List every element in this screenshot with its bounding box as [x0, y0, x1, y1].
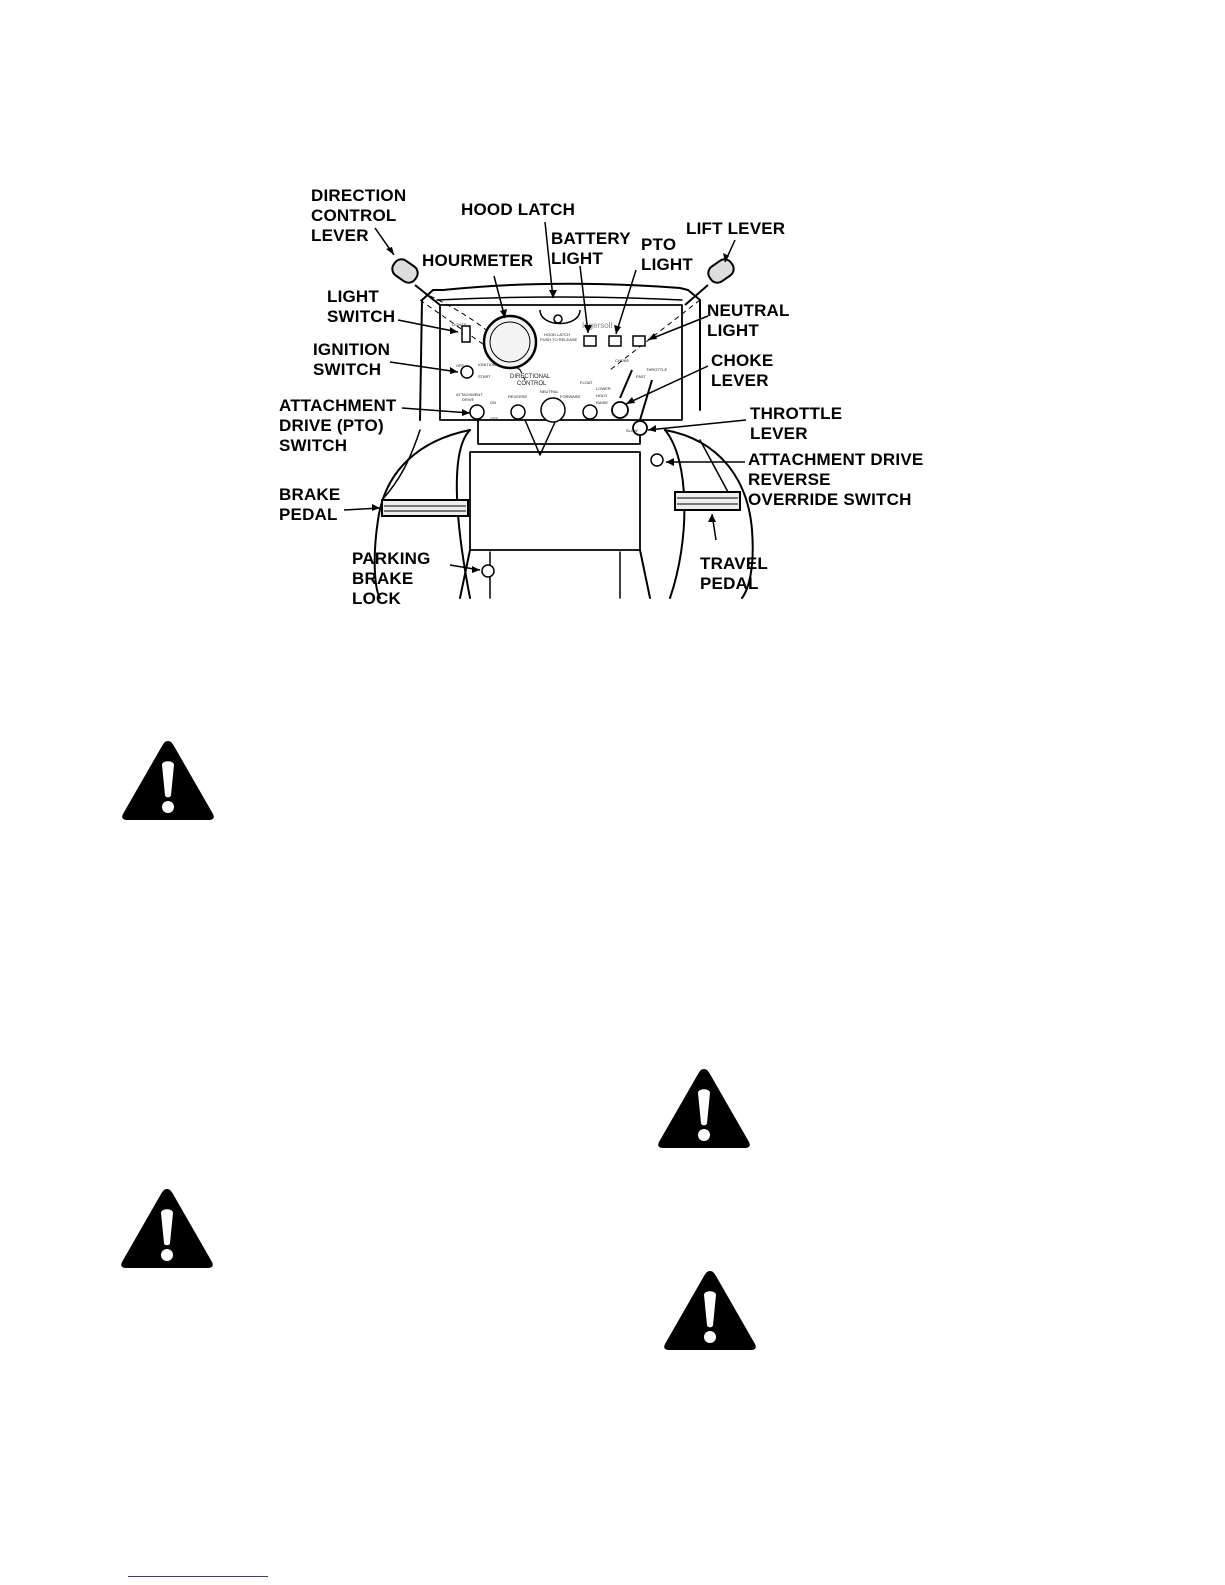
svg-text:CONTROL: CONTROL [517, 381, 547, 387]
controls-diagram: LIGHTS DIRECTIONAL CONTROL HOOD LATCH PU… [0, 0, 1225, 640]
choke-throttle-levers [611, 369, 653, 436]
label-attachment-drive-reverse-override-switch: ATTACHMENT DRIVE REVERSE OVERRIDE SWITCH [748, 450, 924, 509]
warning-triangle-icon [658, 1069, 750, 1148]
label-pto-light: PTO LIGHT [641, 235, 693, 274]
svg-text:CHOKE: CHOKE [615, 358, 630, 363]
svg-text:LOWER: LOWER [596, 386, 611, 391]
label-lift-lever: LIFT LEVER [686, 219, 786, 238]
tractor-dashboard-illustration: LIGHTS DIRECTIONAL CONTROL HOOD LATCH PU… [343, 221, 754, 599]
svg-text:START: START [478, 374, 491, 379]
warning-triangle-icon [122, 741, 214, 820]
label-choke-lever: CHOKE LEVER [711, 351, 774, 390]
lift-lever-shape [684, 258, 735, 306]
svg-text:SLOW: SLOW [626, 428, 638, 433]
panel-printing: LIGHTS DIRECTIONAL CONTROL HOOD LATCH PU… [452, 321, 667, 433]
svg-text:OFF: OFF [456, 363, 465, 368]
svg-text:DRIVE: DRIVE [462, 397, 475, 402]
svg-text:PUSH TO RELEASE: PUSH TO RELEASE [540, 337, 578, 342]
svg-text:DIRECTIONAL: DIRECTIONAL [510, 374, 551, 380]
reverse-override-switch-shape [650, 453, 664, 467]
hourmeter-gauge [482, 314, 538, 370]
ignition-switch-shape [460, 365, 474, 379]
svg-text:LIGHTS: LIGHTS [452, 322, 467, 327]
svg-text:ON: ON [490, 400, 496, 405]
svg-text:FORWARD: FORWARD [560, 394, 581, 399]
svg-text:RAISE: RAISE [596, 400, 608, 405]
footnote-rule [128, 1576, 268, 1577]
svg-text:HOOD LATCH: HOOD LATCH [544, 332, 570, 337]
pto-light-shape [608, 335, 622, 347]
svg-text:FLOAT: FLOAT [580, 380, 593, 385]
neutral-light-shape [632, 335, 646, 347]
label-hourmeter: HOURMETER [422, 251, 534, 270]
warning-triangle-icon [664, 1271, 756, 1350]
direction-control-lever-shape [391, 258, 441, 306]
label-travel-pedal: TRAVEL PEDAL [700, 554, 768, 593]
label-light-switch: LIGHT SWITCH [327, 287, 396, 326]
label-neutral-light: NEUTRAL LIGHT [707, 301, 790, 340]
svg-text:IGNITION: IGNITION [478, 362, 496, 367]
svg-text:HOLD: HOLD [596, 393, 607, 398]
svg-text:Ingersoll: Ingersoll [582, 321, 612, 330]
label-hood-latch: HOOD LATCH [461, 200, 576, 219]
svg-text:REVERSE: REVERSE [508, 394, 527, 399]
label-battery-light: BATTERY LIGHT [551, 229, 631, 268]
svg-text:THROTTLE: THROTTLE [646, 367, 667, 372]
label-parking-brake-lock: PARKING BRAKE LOCK [352, 549, 431, 608]
svg-text:FAST: FAST [636, 374, 647, 379]
label-attachment-drive-pto-switch: ATTACHMENT DRIVE (PTO) SWITCH [279, 396, 397, 455]
brake-pedal-shape [381, 499, 469, 517]
light-switch-shape [461, 325, 471, 343]
label-ignition-switch: IGNITION SWITCH [313, 340, 391, 379]
svg-text:OFF: OFF [490, 416, 499, 421]
travel-pedal-shape [674, 491, 741, 511]
hood-latch-shape [539, 309, 581, 325]
svg-text:ATTACHMENT: ATTACHMENT [456, 392, 483, 397]
pto-switch-shape [469, 404, 485, 420]
warning-triangle-icon [121, 1189, 213, 1268]
label-throttle-lever: THROTTLE LEVER [750, 404, 843, 443]
parking-brake-lock-shape [481, 564, 495, 578]
label-brake-pedal: BRAKE PEDAL [279, 485, 341, 524]
svg-text:NEUTRAL: NEUTRAL [540, 389, 559, 394]
battery-light-shape [583, 335, 597, 347]
label-direction-control-lever: DIRECTION CONTROL LEVER [311, 186, 407, 245]
